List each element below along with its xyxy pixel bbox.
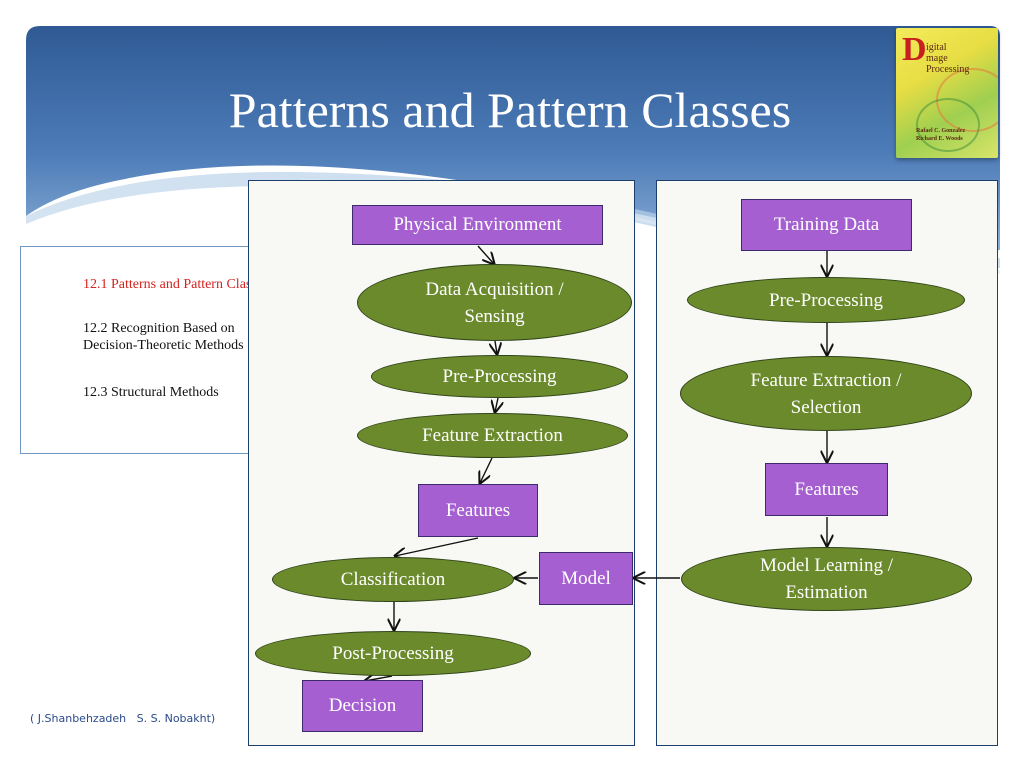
node-physical-environment: Physical Environment (352, 205, 603, 245)
slide-title: Patterns and Pattern Classes (228, 82, 792, 138)
toc-item-12-3[interactable]: 12.3 Structural Methods (83, 385, 219, 400)
node-model-learning: Model Learning / Estimation (681, 547, 972, 611)
node-post-processing: Post-Processing (255, 631, 531, 676)
book-author: Rafael C. Gonzalez (916, 128, 966, 134)
node-pre-processing-right: Pre-Processing (687, 277, 965, 323)
node-feature-extraction-left: Feature Extraction (357, 413, 628, 458)
node-classification: Classification (272, 557, 514, 602)
node-training-data: Training Data (741, 199, 912, 251)
book-title-line: Processing (926, 64, 970, 75)
node-pre-processing-left: Pre-Processing (371, 355, 628, 398)
node-decision: Decision (302, 680, 423, 732)
book-drop-cap: D (902, 31, 927, 68)
book-author: Richard E. Woods (916, 136, 963, 142)
author-credit: ( J.Shanbehzadeh S. S. Nobakht) (30, 712, 216, 725)
book-title-line: igital (926, 42, 947, 53)
node-features-left: Features (418, 484, 538, 537)
node-features-right: Features (765, 463, 888, 516)
toc-item-12-1[interactable]: 12.1 Patterns and Pattern Classes (83, 277, 269, 292)
book-cover-image: D igital mage Processing Rafael C. Gonza… (896, 28, 998, 158)
node-model: Model (539, 552, 633, 605)
toc-item-12-2[interactable]: 12.2 Recognition Based on Decision-Theor… (83, 321, 244, 353)
node-data-acquisition: Data Acquisition / Sensing (357, 264, 632, 341)
book-title-line: mage (926, 53, 948, 64)
node-feature-extraction-selection: Feature Extraction / Selection (680, 356, 972, 431)
